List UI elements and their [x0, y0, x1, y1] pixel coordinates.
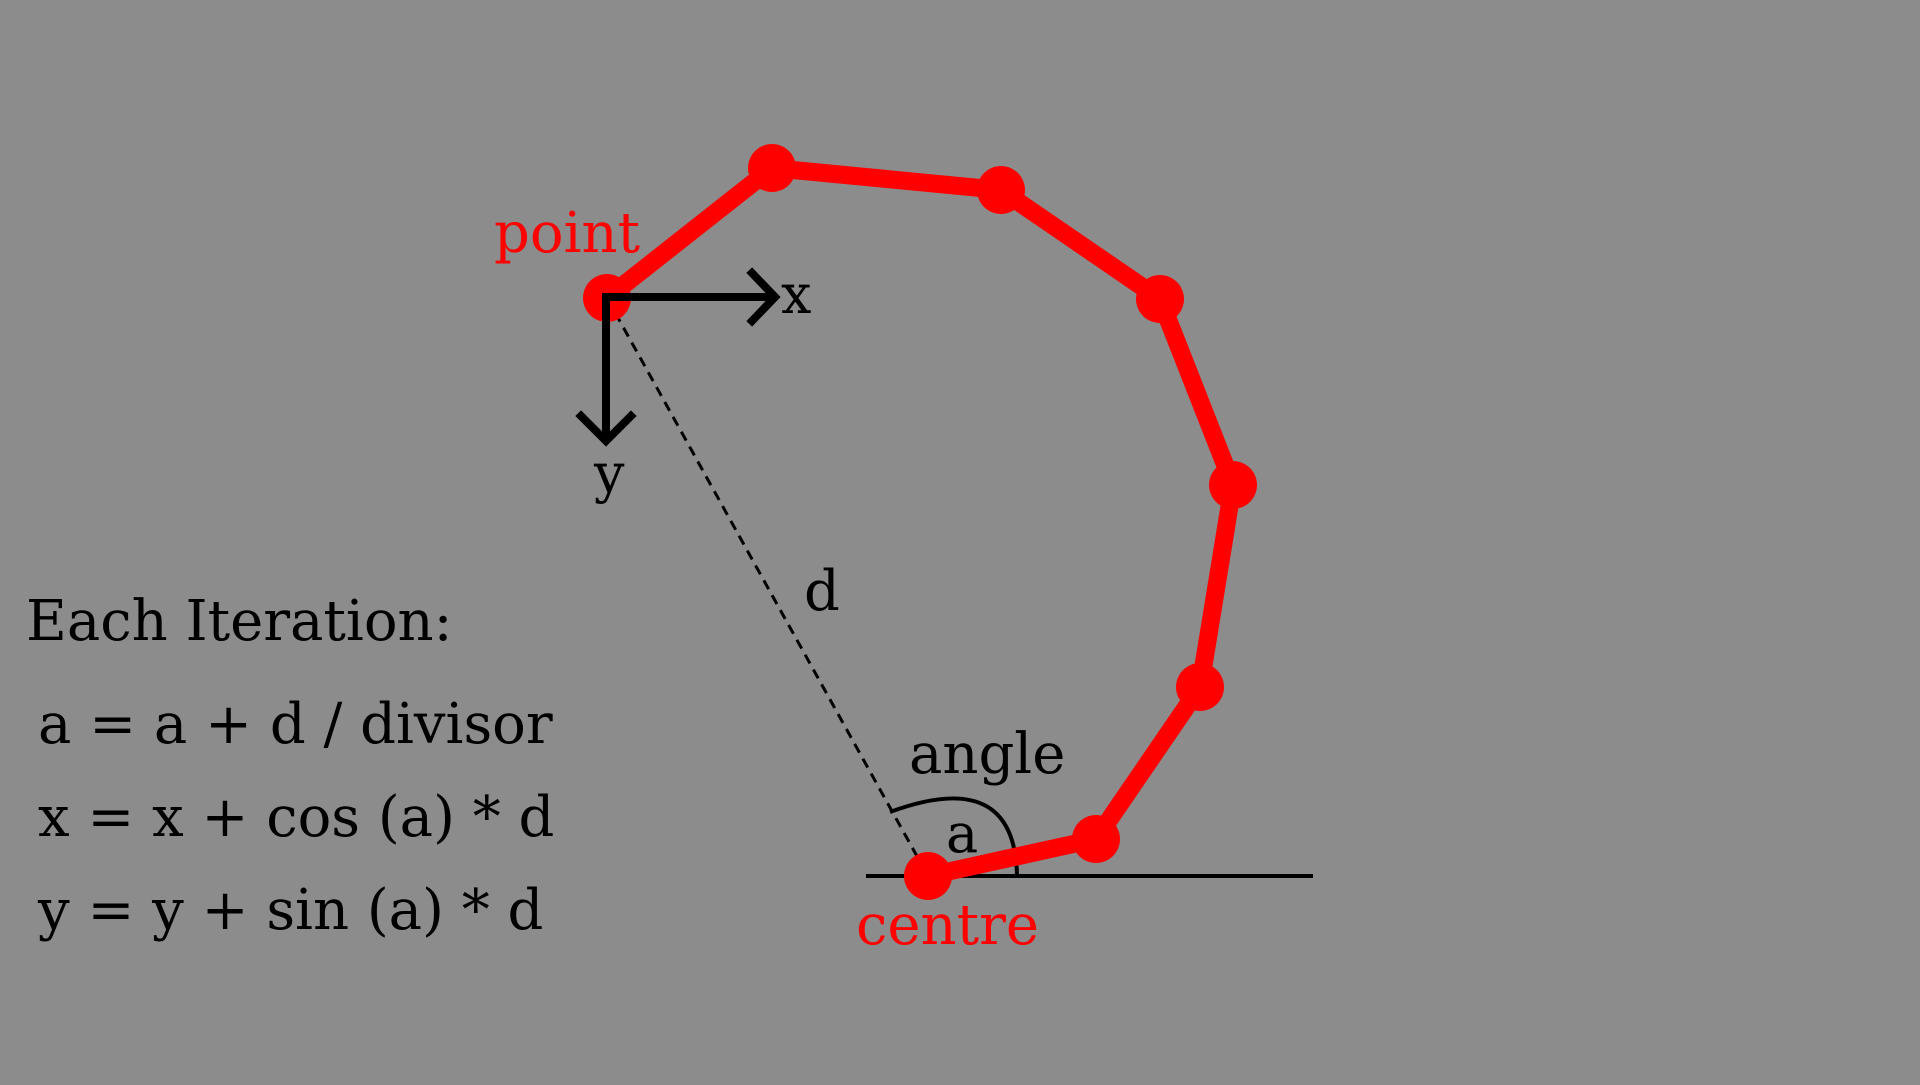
iteration-block: Each Iteration: a = a + d / divisor x = … — [26, 589, 554, 943]
coordinate-axes — [575, 267, 781, 447]
vertex — [1072, 815, 1120, 863]
centre-label: centre — [856, 893, 1039, 958]
vertex — [748, 144, 796, 192]
distance-label: d — [804, 559, 840, 624]
equation-x: x = x + cos (a) * d — [38, 785, 554, 850]
vertex — [1209, 461, 1257, 509]
point-label: point — [494, 201, 641, 266]
x-axis-label: x — [781, 263, 811, 326]
distance-dashed-line — [605, 297, 930, 877]
path-polyline — [598, 159, 1242, 885]
equation-angle: a = a + d / divisor — [38, 692, 553, 757]
equation-y: y = y + sin (a) * d — [37, 878, 543, 943]
angle-symbol-label: a — [946, 802, 978, 865]
vertex — [977, 166, 1025, 214]
vertex-centre — [904, 852, 952, 900]
y-axis-label: y — [593, 442, 625, 505]
path-vertices — [583, 144, 1257, 900]
y-axis-arrowhead — [575, 410, 637, 447]
iteration-heading: Each Iteration: — [26, 589, 452, 654]
vertex — [1136, 275, 1184, 323]
x-axis-arrowhead — [746, 267, 781, 327]
angle-label: angle — [909, 722, 1065, 787]
vertex — [1176, 663, 1224, 711]
